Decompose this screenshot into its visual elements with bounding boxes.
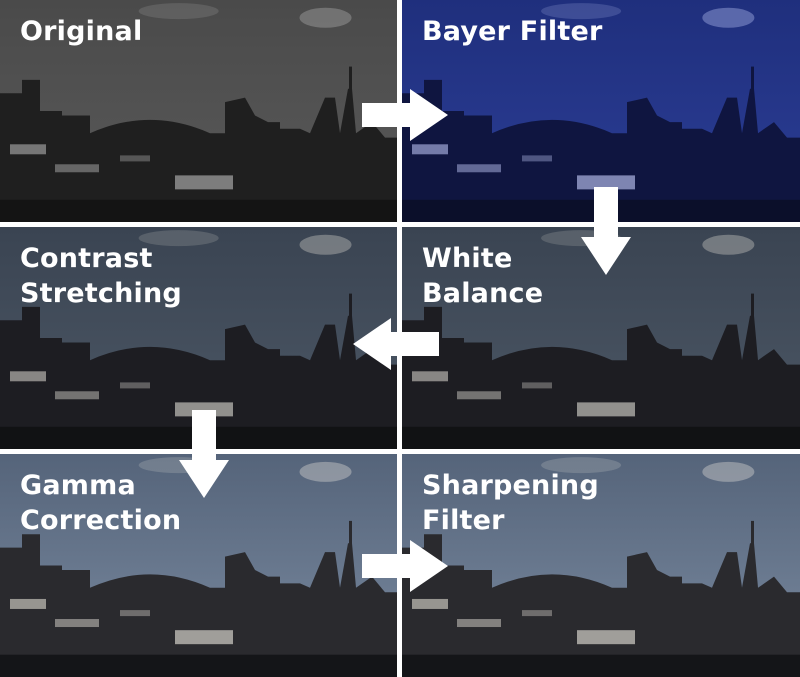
foreground-ledge xyxy=(402,655,800,677)
cloud xyxy=(702,8,754,28)
arrow-left-icon xyxy=(353,318,439,370)
panel-original: Original xyxy=(0,0,397,222)
tower-spire xyxy=(751,521,754,548)
cloud xyxy=(702,235,754,255)
building-light xyxy=(412,371,448,381)
building-light xyxy=(412,599,448,609)
foreground-ledge xyxy=(0,200,397,222)
building-light xyxy=(457,164,501,172)
cloud xyxy=(300,235,352,255)
building-light xyxy=(522,382,552,388)
arrow-shape xyxy=(362,540,448,592)
step-label: Gamma Correction xyxy=(20,468,181,538)
arrow-shape xyxy=(362,89,448,141)
building-light xyxy=(120,610,150,616)
building-light xyxy=(577,402,635,416)
building-light xyxy=(457,619,501,627)
tower-spire xyxy=(349,294,352,321)
arrow-shape xyxy=(179,410,229,498)
building-light xyxy=(577,630,635,644)
cloud xyxy=(300,462,352,482)
tower-spire xyxy=(349,521,352,548)
building-light xyxy=(457,391,501,399)
building-light xyxy=(55,164,99,172)
arrow-down-icon xyxy=(581,187,631,275)
panel-sharpening-filter: Sharpening Filter xyxy=(402,454,800,677)
cloud xyxy=(702,462,754,482)
tower-spire xyxy=(349,67,352,94)
step-label: Sharpening Filter xyxy=(422,468,599,538)
building-light xyxy=(10,144,46,154)
arrow-right-icon xyxy=(362,540,448,592)
building-light xyxy=(10,371,46,381)
building-light xyxy=(120,155,150,161)
building-light xyxy=(175,175,233,189)
tower-spire xyxy=(751,67,754,94)
step-label: White Balance xyxy=(422,241,543,311)
foreground-ledge xyxy=(402,427,800,449)
foreground-ledge xyxy=(0,655,397,677)
building-light xyxy=(10,599,46,609)
building-light xyxy=(55,619,99,627)
step-label: Original xyxy=(20,14,142,49)
arrow-right-icon xyxy=(362,89,448,141)
building-light xyxy=(522,155,552,161)
cloud xyxy=(300,8,352,28)
arrow-shape xyxy=(581,187,631,275)
arrow-down-icon xyxy=(179,410,229,498)
building-light xyxy=(412,144,448,154)
tower-spire xyxy=(751,294,754,321)
building-light xyxy=(120,382,150,388)
building-light xyxy=(55,391,99,399)
cloud xyxy=(139,3,219,19)
step-label: Bayer Filter xyxy=(422,14,602,49)
building-light xyxy=(522,610,552,616)
arrow-shape xyxy=(353,318,439,370)
building-light xyxy=(175,630,233,644)
step-label: Contrast Stretching xyxy=(20,241,182,311)
